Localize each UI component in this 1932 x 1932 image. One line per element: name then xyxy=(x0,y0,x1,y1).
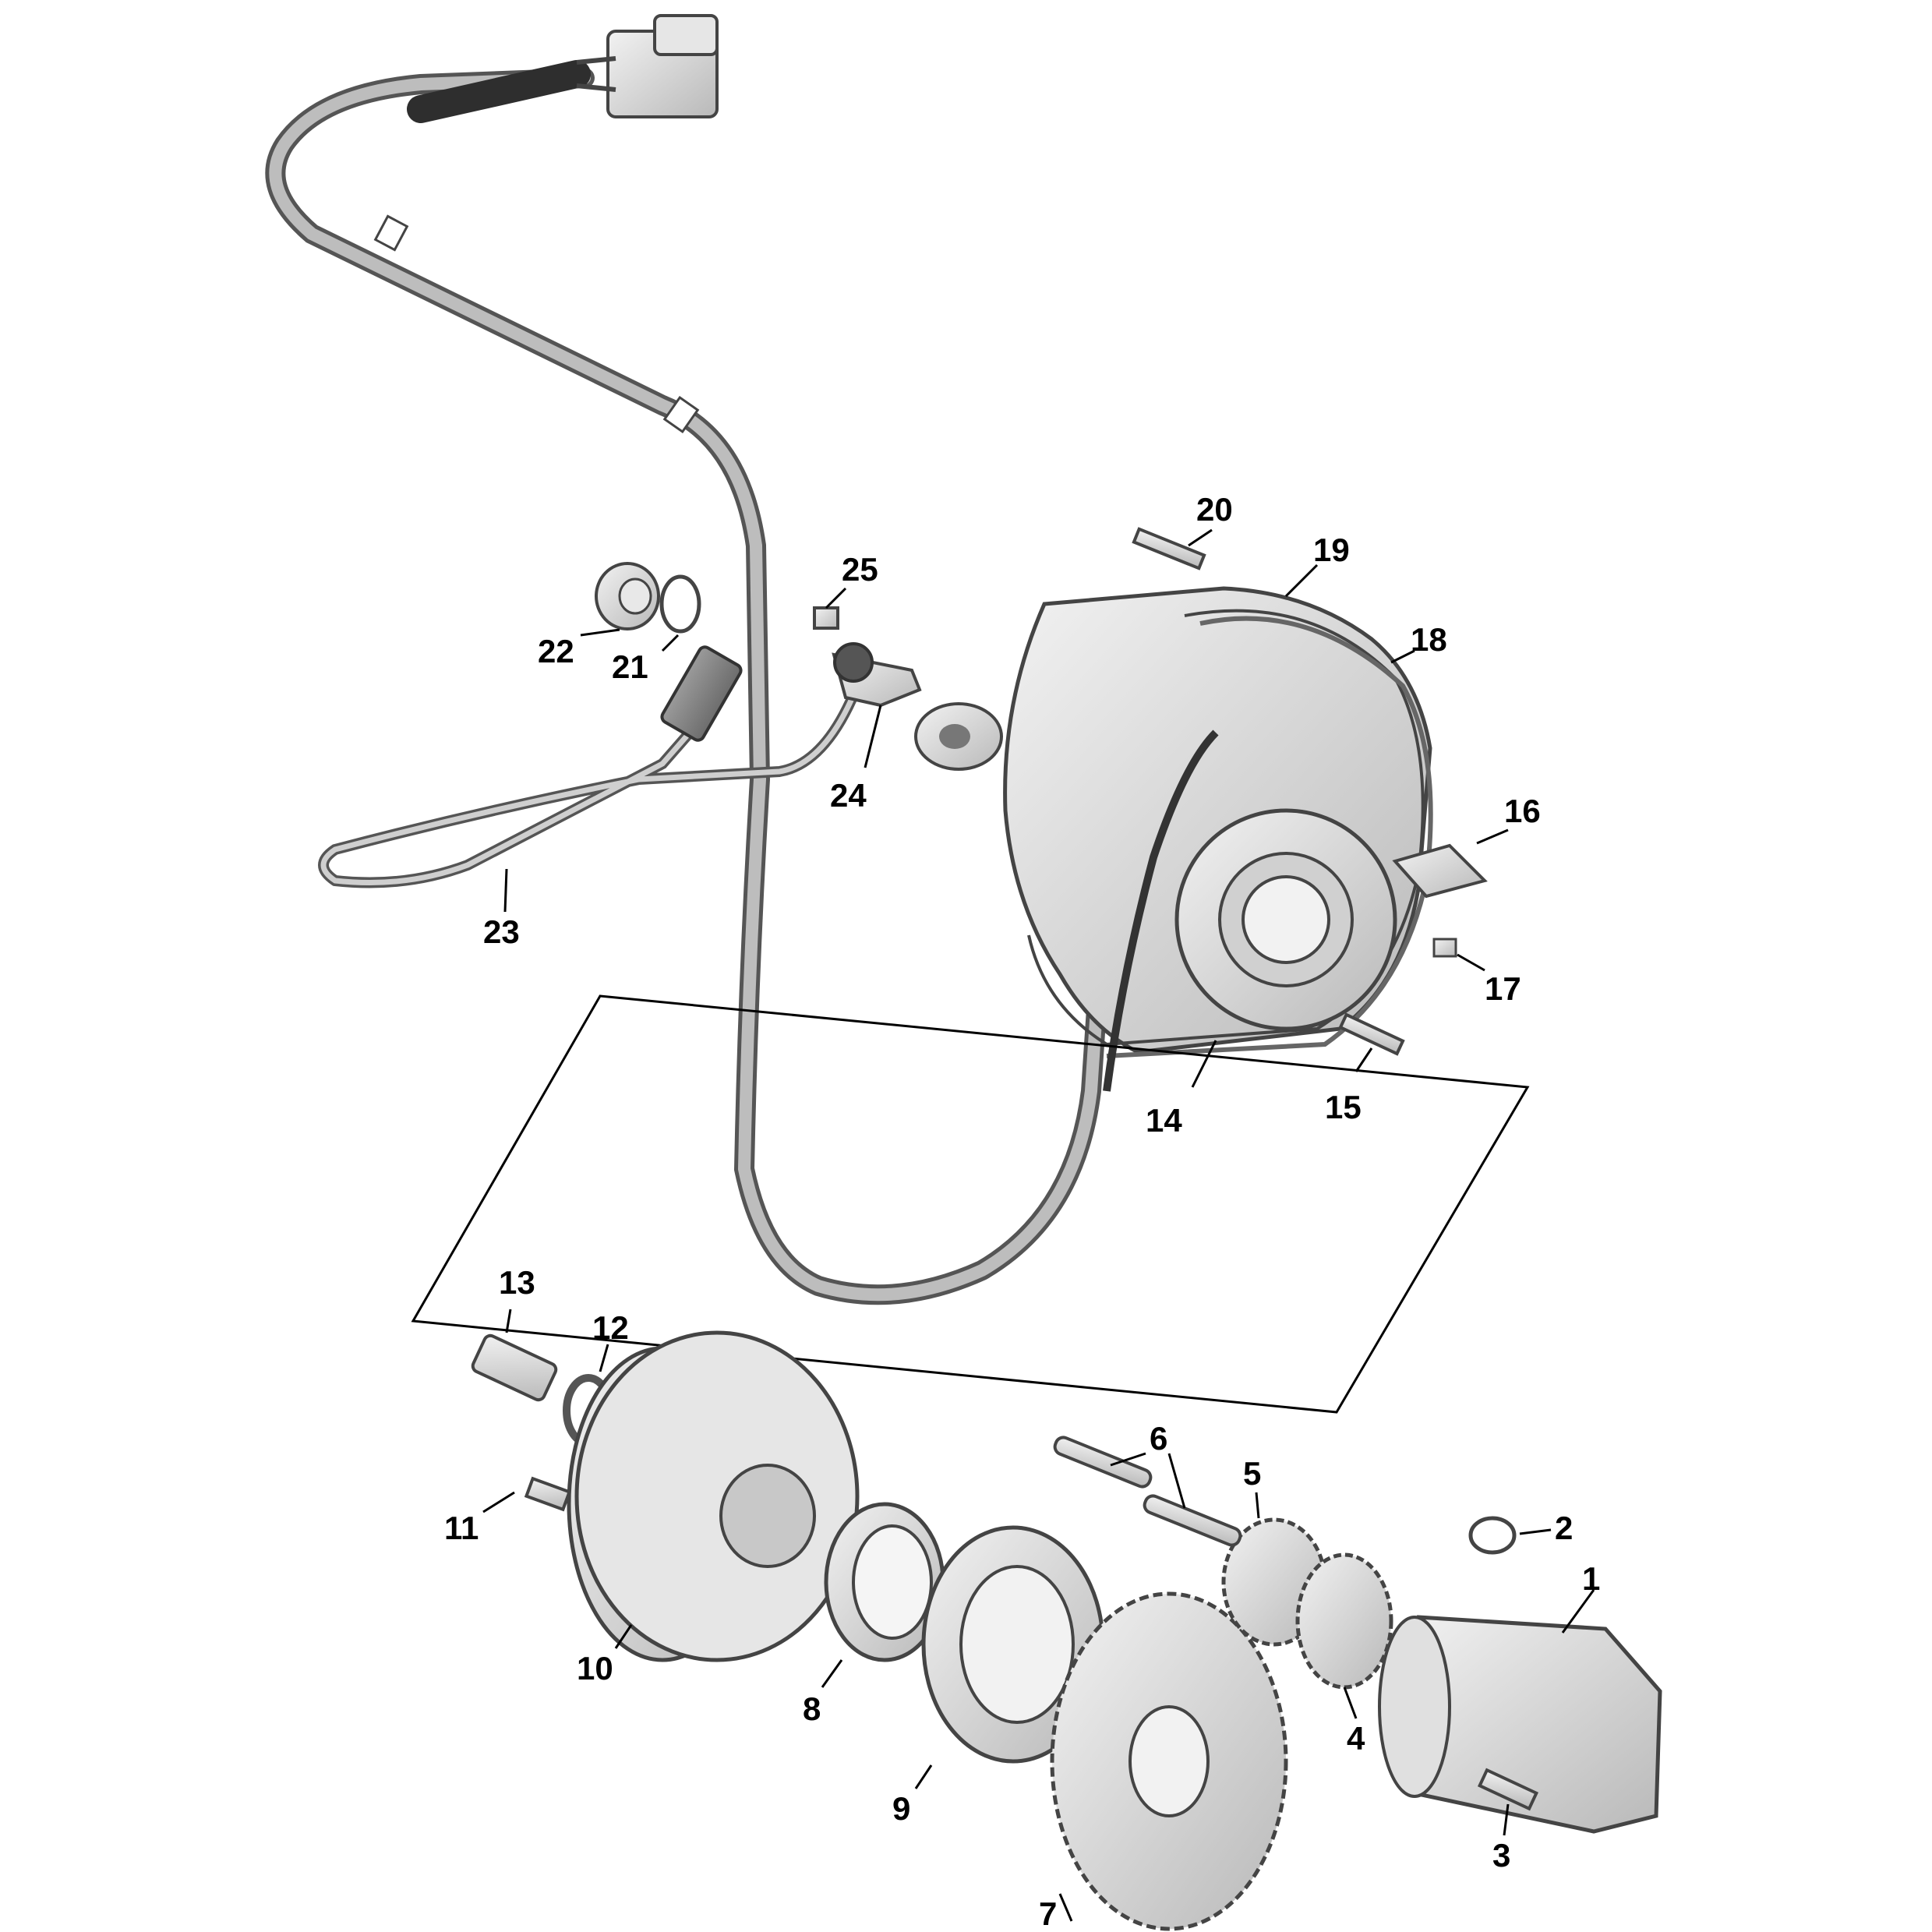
callout-19: 19 xyxy=(1313,532,1350,568)
bearing xyxy=(824,1502,945,1662)
wire-retainer xyxy=(1392,843,1488,958)
callout-23: 23 xyxy=(483,913,520,950)
gear-shafts xyxy=(1053,1436,1242,1547)
callout-10: 10 xyxy=(577,1650,613,1687)
callout-25: 25 xyxy=(842,551,878,588)
cover-bolt xyxy=(1132,527,1206,570)
callouts: 1 2 3 4 5 6 7 8 9 10 11 12 13 14 15 16 xyxy=(444,491,1600,1932)
electric-starter xyxy=(1378,1615,1662,1834)
callout-15: 15 xyxy=(1325,1089,1362,1125)
callout-21: 21 xyxy=(612,648,648,685)
callout-8: 8 xyxy=(803,1690,821,1727)
callout-18: 18 xyxy=(1411,621,1447,658)
starter-bolt xyxy=(1477,1768,1539,1811)
callout-4: 4 xyxy=(1347,1720,1365,1757)
callout-11: 11 xyxy=(444,1510,479,1546)
callout-22: 22 xyxy=(538,633,574,669)
flywheel-screw xyxy=(524,1476,572,1512)
stator xyxy=(1174,808,1397,1031)
idler-gears xyxy=(1221,1517,1393,1690)
callout-5: 5 xyxy=(1243,1455,1261,1492)
assembly-bracket xyxy=(411,994,1530,1414)
callout-3: 3 xyxy=(1492,1837,1510,1874)
sensor-bolt xyxy=(813,606,839,630)
callout-6: 6 xyxy=(1150,1420,1167,1457)
stator-bolt xyxy=(1338,1012,1405,1056)
callout-20: 20 xyxy=(1196,491,1233,528)
callout-14: 14 xyxy=(1146,1102,1182,1139)
callout-13: 13 xyxy=(499,1264,535,1301)
starter-oring xyxy=(1468,1516,1517,1555)
sprag-gear xyxy=(1050,1591,1288,1931)
sensor-harness xyxy=(318,645,863,888)
position-sensor xyxy=(832,642,922,708)
callout-1: 1 xyxy=(1582,1560,1600,1597)
flywheel-bolt xyxy=(471,1333,558,1402)
plug-and-oring xyxy=(595,562,701,634)
callout-17: 17 xyxy=(1485,970,1521,1007)
callout-2: 2 xyxy=(1555,1510,1573,1546)
callout-9: 9 xyxy=(892,1790,910,1827)
callout-7: 7 xyxy=(1039,1895,1057,1932)
flywheel xyxy=(567,1330,860,1662)
callout-12: 12 xyxy=(592,1309,629,1346)
callout-16: 16 xyxy=(1504,793,1541,829)
callout-24: 24 xyxy=(830,777,867,814)
